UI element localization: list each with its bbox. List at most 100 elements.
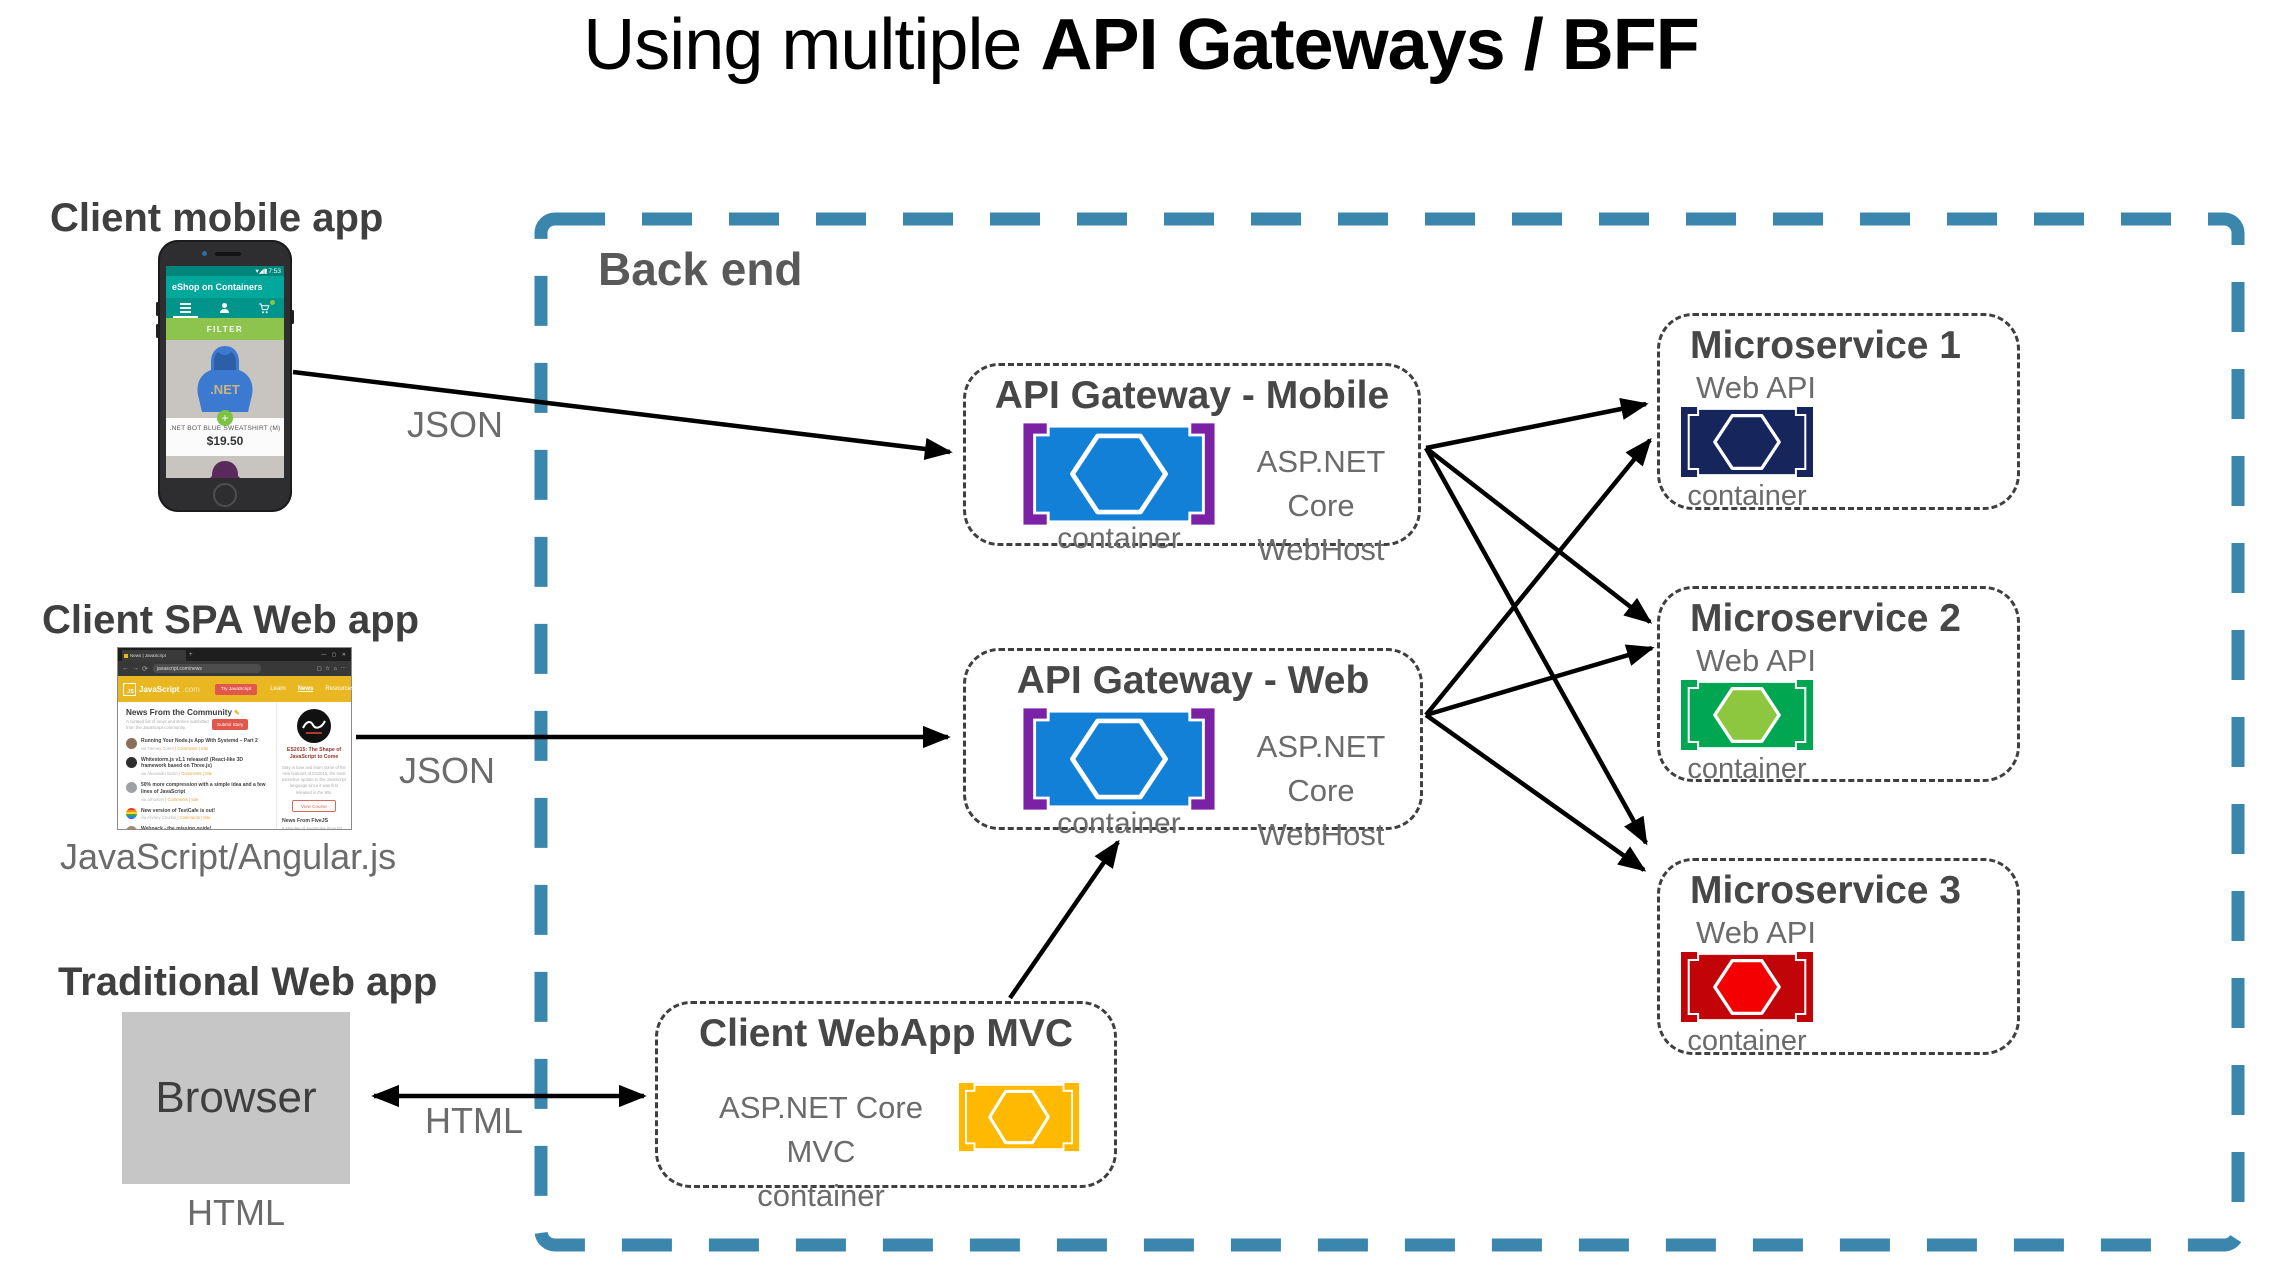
sidebar: ES2015: The Shape of JavaScript to Come …: [276, 702, 351, 829]
submit-story-button: Submit Story: [212, 719, 249, 730]
microservice-3-title: Microservice 3: [1690, 869, 1962, 912]
microservice-2-title: Microservice 2: [1690, 597, 1962, 640]
browser-tab-bar: News | JavaScript + — ▢ ✕: [118, 648, 351, 661]
browser-nav-bar: ← → ⟳ javascript.com/news ▢ ☆ ⌂ ⋯: [118, 661, 351, 676]
arrow-gwmobile-ms1: [1425, 397, 1649, 451]
spa-browser-mockup: News | JavaScript + — ▢ ✕ ← → ⟳ javascri…: [118, 648, 355, 829]
mobile-phone-mockup: ▾◢▮ 7:53 eShop on Containers FILTER .NET: [156, 240, 294, 512]
try-javascript-button: Try JavaScript: [214, 683, 258, 695]
backend-label: Back end: [598, 243, 803, 295]
microservice-1-box: Microservice 1 Web API container: [1657, 313, 2020, 512]
new-tab-icon: +: [189, 651, 193, 658]
site-brand-tld: .com: [182, 684, 200, 694]
svg-text:.NET: .NET: [210, 382, 240, 397]
phone-volume-button: [156, 324, 159, 338]
traditional-heading: Traditional Web app: [58, 960, 438, 1004]
product-price: $19.50: [206, 434, 244, 448]
fivejs-heading: News From FiveJS: [282, 818, 329, 825]
api-gateway-mobile-box: API Gateway - Mobile container ASP.NET C…: [963, 363, 1421, 567]
course-logo: [297, 709, 331, 743]
web-api-label: Web API: [1696, 643, 1817, 678]
fivejs-text: 5 Minutes of JavaScript (FiveJS) is a we…: [282, 826, 343, 829]
blue-hoodie-image: .NET: [197, 346, 253, 412]
window-controls: — ▢ ✕: [321, 651, 348, 658]
container-icon: [1020, 705, 1218, 813]
nav-link-resources: Resources: [325, 686, 355, 692]
view-course-button: View Course: [292, 800, 336, 813]
news-item: Webpack - the missing guide! via Guy Mog…: [126, 826, 270, 829]
phone-home-button: [213, 483, 237, 507]
news-item: Whitestorm.js v1.1 released! (React-like…: [126, 756, 270, 776]
traditional-caption: HTML: [187, 1192, 285, 1233]
container-label: container: [1057, 522, 1181, 555]
api-gateway-web-title: API Gateway - Web: [1016, 659, 1370, 702]
avatar: [126, 807, 137, 819]
product-name: .NET BOT BLUE SWEATSHIRT (M): [169, 425, 281, 432]
site-brand: JavaScript: [139, 684, 180, 694]
status-icons: ▾◢▮: [255, 268, 268, 275]
pencil-icon: ✎: [234, 710, 240, 717]
phone-camera-icon: [202, 251, 207, 256]
microservice-2-box: Microservice 2 Web API container: [1657, 586, 2020, 785]
container-label: container: [1057, 807, 1181, 840]
tab-title: News | JavaScript: [130, 653, 166, 658]
container-icon: [1678, 950, 1816, 1024]
container-icon: [1020, 420, 1218, 528]
back-icon: ←: [122, 665, 129, 672]
arrow-gwmobile-ms2: [1424, 446, 1653, 624]
api-gateway-mobile-title: API Gateway - Mobile: [994, 374, 1390, 417]
app-title-bar: eShop on Containers: [166, 276, 284, 298]
container-icon: [1678, 678, 1816, 752]
course-text: Stay in tune and learn some of the new f…: [282, 764, 347, 795]
html-label-arrow: HTML: [425, 1100, 523, 1141]
container-label: container: [1687, 753, 1807, 785]
api-gateway-web-box: API Gateway - Web container ASP.NET Core…: [963, 648, 1423, 852]
status-time: 7:53: [268, 267, 281, 275]
site-content: News From the Community✎ A curated list …: [118, 702, 351, 829]
news-subtext: A curated list of news and stories submi…: [126, 719, 209, 731]
news-column: News From the Community✎ A curated list …: [118, 702, 274, 829]
phone-speaker: [215, 252, 241, 256]
news-item: Running Your Node.js App With Systemd – …: [126, 737, 270, 751]
container-label: container: [1687, 480, 1807, 512]
web-api-label: Web API: [1696, 370, 1817, 405]
arrow-gwmobile-ms3: [1424, 446, 1648, 846]
browser-tab: News | JavaScript: [122, 650, 186, 661]
arrow-gwweb-ms2: [1425, 644, 1655, 718]
web-api-label: Web API: [1696, 915, 1817, 950]
container-label: container: [1687, 1025, 1807, 1057]
container-icon: [957, 1081, 1081, 1153]
next-product-photo: [166, 456, 284, 478]
nav-link-learn: Learn: [270, 686, 286, 692]
avatar: [126, 737, 137, 749]
json-label-mobile: JSON: [406, 404, 503, 445]
favicon: [124, 653, 128, 658]
filter-button: FILTER: [166, 318, 284, 340]
microservice-1-title: Microservice 1: [1690, 324, 1962, 367]
toolbar-icons: ▢ ☆ ⌂ ⋯: [316, 665, 347, 672]
json-label-web: JSON: [398, 750, 495, 791]
phone-volume-button: [156, 302, 159, 316]
arrow-mvc-to-gateway-web: [1008, 839, 1120, 1000]
arrow-gwweb-ms3: [1424, 713, 1647, 872]
refresh-icon: ⟳: [142, 665, 148, 673]
microservice-3-box: Microservice 3 Web API container: [1657, 858, 2020, 1057]
phone-power-button: [291, 310, 294, 324]
site-header: JS JavaScript.com Try JavaScript Learn N…: [118, 676, 355, 702]
arrow-mobile-to-gateway: [292, 369, 953, 461]
news-heading: News From the Community✎: [126, 708, 240, 717]
avatar: [126, 826, 137, 829]
client-mobile-heading: Client mobile app: [50, 196, 384, 240]
phone-status-bar: ▾◢▮ 7:53: [166, 266, 284, 276]
course-title: ES2015: The Shape of JavaScript to Come: [286, 747, 342, 761]
address-bar: javascript.com/news: [152, 664, 261, 673]
person-icon: [205, 298, 244, 318]
arrow-gwweb-ms1: [1424, 437, 1652, 717]
add-to-cart-button: +: [217, 410, 233, 426]
hamburger-icon: [166, 298, 205, 318]
app-tab-bar: [166, 298, 284, 318]
